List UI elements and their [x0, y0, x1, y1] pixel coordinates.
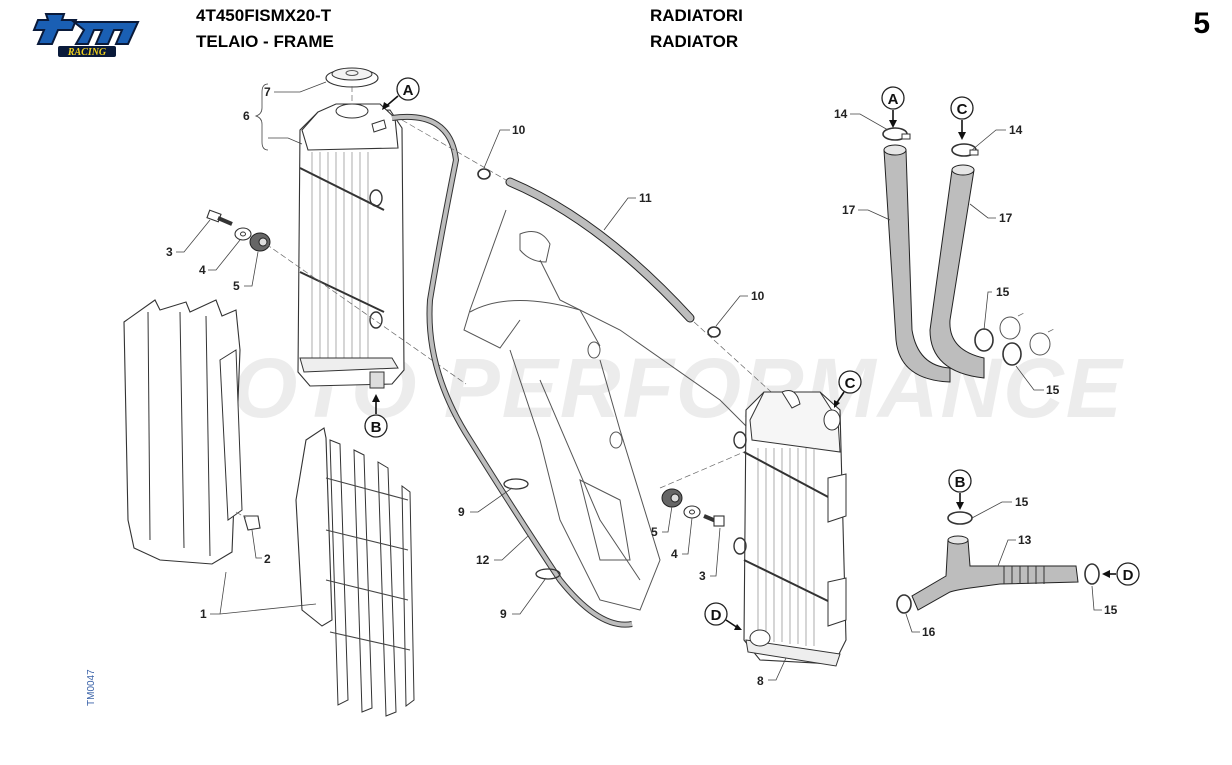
shroud-screw[interactable]	[235, 511, 261, 531]
connector-c-right-radiator[interactable]: C	[834, 370, 862, 408]
hose-fittings	[999, 311, 1057, 356]
callout-11: 11	[639, 191, 652, 205]
hose-clamp-14-right[interactable]	[951, 143, 979, 157]
motorcycle-frame	[463, 209, 761, 611]
tm-racing-logo: RACING	[32, 13, 140, 58]
y-coolant-hose-13[interactable]	[911, 535, 1079, 611]
grommet-left[interactable]	[249, 232, 271, 252]
callout-13: 13	[1018, 533, 1032, 547]
page-number: 5	[1193, 7, 1210, 40]
hose-clamp-16[interactable]	[896, 594, 912, 614]
overflow-hose[interactable]	[391, 113, 633, 628]
callout-9-lower: 9	[500, 607, 507, 621]
hose-clamp-15-d[interactable]	[1084, 563, 1100, 585]
hose-clamp-15-upper[interactable]	[974, 328, 994, 352]
connector-a-hose[interactable]: A	[881, 86, 905, 128]
callout-15-lower: 15	[1046, 383, 1060, 397]
hose-clamp-15-b[interactable]	[947, 511, 973, 525]
svg-text:D: D	[711, 607, 722, 624]
grommet-right[interactable]	[661, 488, 683, 508]
callout-4-left: 4	[199, 263, 206, 277]
callout-12: 12	[476, 553, 490, 567]
callout-10-lower: 10	[751, 289, 765, 303]
coolant-hose-17-right[interactable]	[929, 164, 985, 379]
bolt-left[interactable]	[206, 209, 233, 226]
svg-text:A: A	[403, 82, 414, 99]
group-title-en: RADIATOR	[650, 32, 739, 51]
radiator-left[interactable]	[297, 103, 405, 389]
callout-17-left: 17	[842, 203, 856, 217]
hose-clamp-15-lower[interactable]	[1002, 342, 1022, 366]
radiator-shroud-outer[interactable]	[123, 299, 243, 565]
callout-5-left: 5	[233, 279, 240, 293]
hose-clip-upper[interactable]	[503, 478, 529, 490]
connector-b-hose[interactable]: B	[948, 469, 972, 510]
radiator-cap[interactable]	[325, 67, 379, 104]
bolt-right[interactable]	[703, 514, 725, 527]
logo-tm-mark	[32, 13, 140, 45]
callout-5-right: 5	[651, 525, 658, 539]
callout-17-right: 17	[999, 211, 1013, 225]
group-title-it: RADIATORI	[650, 6, 743, 25]
connector-d-hose[interactable]: D	[1102, 562, 1140, 586]
callout-15-upper: 15	[996, 285, 1010, 299]
callout-14-left: 14	[834, 107, 848, 121]
callout-10-upper: 10	[512, 123, 526, 137]
drawing-id: TM0047	[86, 669, 97, 706]
svg-text:A: A	[888, 91, 899, 108]
model-code: 4T450FISMX20-T	[196, 6, 332, 25]
callout-1: 1	[200, 607, 207, 621]
connector-a-left[interactable]: A	[382, 77, 420, 110]
svg-text:D: D	[1123, 567, 1134, 584]
callout-2: 2	[264, 552, 271, 566]
svg-text:C: C	[957, 101, 968, 118]
callout-7: 7	[264, 85, 271, 99]
section-title: TELAIO - FRAME	[196, 32, 334, 51]
radiator-right[interactable]	[733, 390, 847, 667]
hose-clamp-10-lower[interactable]	[707, 326, 721, 338]
coolant-hose-17-left[interactable]	[883, 144, 951, 383]
callout-16: 16	[922, 625, 936, 639]
hose-clamp-10-upper[interactable]	[477, 168, 491, 180]
callout-4-right: 4	[671, 547, 678, 561]
washer-left[interactable]	[234, 227, 252, 241]
svg-text:B: B	[371, 419, 382, 436]
callout-15-b: 15	[1015, 495, 1029, 509]
callout-14-right: 14	[1009, 123, 1023, 137]
callout-6: 6	[243, 109, 250, 123]
callout-15-d: 15	[1104, 603, 1118, 617]
logo-racing-text: RACING	[67, 47, 107, 58]
callout-9-upper: 9	[458, 505, 465, 519]
overflow-hose-fill	[391, 114, 633, 627]
callout-3-left: 3	[166, 245, 173, 259]
hose-clamp-14-left[interactable]	[882, 127, 911, 141]
svg-text:C: C	[845, 375, 856, 392]
connector-d-right-radiator[interactable]: D	[704, 602, 742, 630]
callout-3-right: 3	[699, 569, 706, 583]
hose-clip-lower[interactable]	[535, 568, 561, 580]
connector-c-hose[interactable]: C	[950, 96, 974, 140]
radiator-louver-inner[interactable]	[295, 427, 415, 717]
washer-right[interactable]	[683, 505, 701, 519]
callout-8: 8	[757, 674, 764, 688]
breather-hose-fill	[506, 178, 694, 322]
connector-b-left[interactable]: B	[364, 394, 388, 438]
brace-6	[254, 83, 269, 151]
svg-text:B: B	[955, 474, 966, 491]
